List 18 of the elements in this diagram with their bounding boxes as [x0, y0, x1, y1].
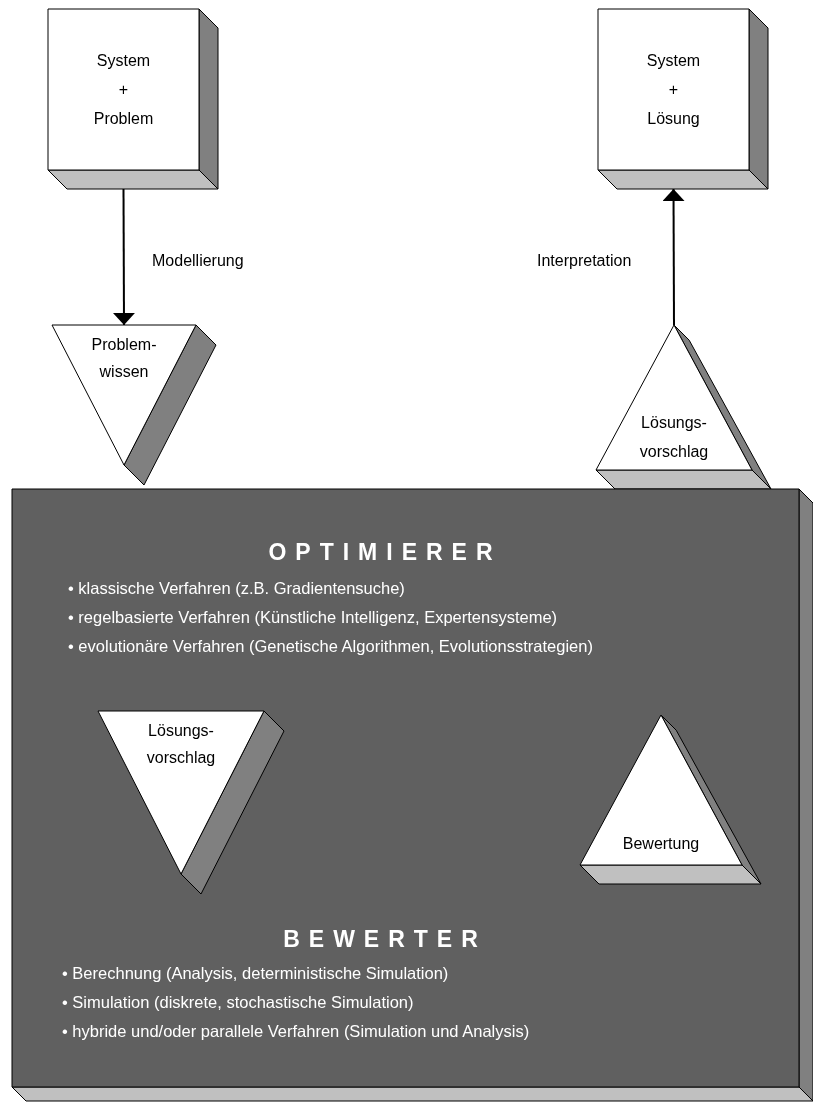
- edge-label: Interpretation: [537, 252, 632, 270]
- panel-heading: OPTIMIERER: [267, 539, 503, 566]
- bullet-item: • Simulation (diskrete, stochastische Simulation): [62, 993, 414, 1012]
- node-label: System + Lösung: [645, 50, 702, 129]
- node-label: Problem- wissen: [90, 335, 158, 382]
- node-label: Lösungs- vorschlag: [145, 721, 217, 768]
- node-label: Bewertung: [621, 834, 701, 854]
- bullet-item: • evolutionäre Verfahren (Genetische Algorithmen, Evolutionsstrategien): [68, 637, 593, 656]
- node-label: System + Problem: [92, 50, 155, 129]
- arrow: [112, 188, 135, 326]
- panel-heading: BEWERTER: [282, 926, 488, 953]
- bullet-item: • hybride und/oder parallele Verfahren (Simulation und Analysis): [62, 1022, 530, 1041]
- bullet-item: • Berechnung (Analysis, deterministische Simulation): [62, 964, 449, 983]
- bullet-item: • klassische Verfahren (z.B. Gradientensuche): [68, 579, 405, 598]
- node-label: Lösungs- vorschlag: [638, 413, 710, 462]
- bullet-item: • regelbasierte Verfahren (Künstliche Intelligenz, Expertensysteme): [68, 608, 558, 627]
- edge-label: Modellierung: [152, 252, 244, 270]
- arrow: [662, 188, 685, 326]
